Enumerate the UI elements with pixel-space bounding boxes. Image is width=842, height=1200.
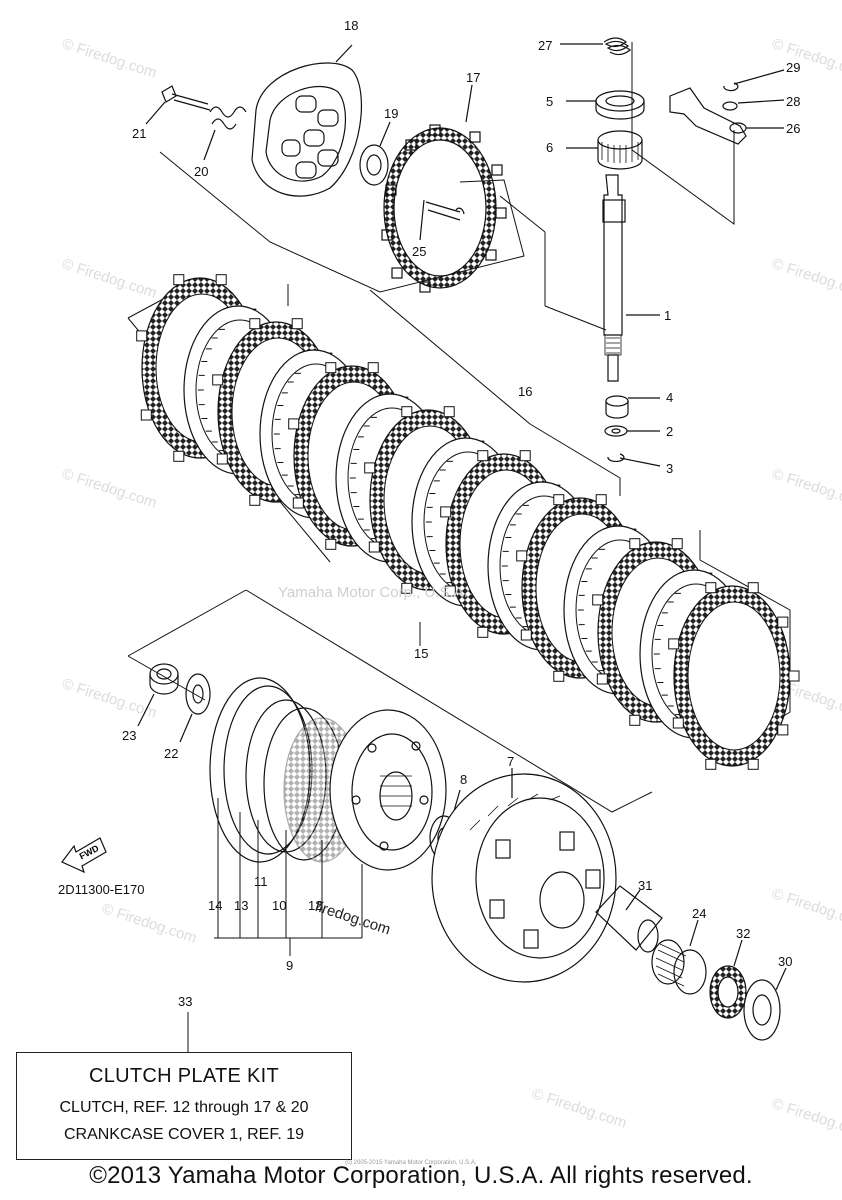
kit-line-crankcase: CRANKCASE COVER 1, REF. 19: [63, 1126, 305, 1143]
push-lever-part-26: [669, 87, 784, 145]
callout-28: 28: [786, 94, 800, 109]
callout-2: 2: [666, 424, 673, 439]
callout-5: 5: [546, 94, 553, 109]
callout-22: 22: [164, 746, 178, 761]
kit-line-clutch: CLUTCH, REF. 12 through 17 & 20: [59, 1099, 309, 1116]
copyright-footer: ©2013 Yamaha Motor Corporation, U.S.A. A…: [89, 1162, 753, 1189]
watermark-yamaha: Yamaha Motor Corp., U.S.A.: [278, 584, 468, 601]
gear-part-32: [709, 939, 747, 1019]
lock-washer-part-22: [179, 673, 211, 743]
callout-8: 8: [460, 772, 467, 787]
push-lever-shaft-part-1: [602, 174, 660, 382]
clutch-housing-part-7: [431, 768, 617, 983]
diagram-id: 2D11300-E170: [58, 882, 145, 897]
bolt-part-21: [145, 85, 211, 125]
callout-10: 10: [272, 898, 286, 913]
callout-24: 24: [692, 906, 706, 921]
clutch-boss-part-10: [329, 709, 447, 871]
spacer-part-31: [595, 885, 663, 953]
callout-26: 26: [786, 121, 800, 136]
callout-4: 4: [666, 390, 673, 405]
washer-part-30: [743, 967, 787, 1041]
callout-15: 15: [414, 646, 428, 661]
spring-part-27: [560, 37, 631, 56]
washer-part-28: [722, 99, 785, 111]
source-line: (c) 2005-2015 Yamaha Motor Corporation, …: [345, 1160, 477, 1166]
needle-bearing-part-24: [651, 919, 707, 995]
callout-16: 16: [518, 384, 532, 399]
push-rod-part-25: [419, 199, 465, 241]
callout-30: 30: [778, 954, 792, 969]
callout-17: 17: [466, 70, 480, 85]
callout-27: 27: [538, 38, 552, 53]
circlip-part-3: [607, 453, 661, 467]
callout-32: 32: [736, 926, 750, 941]
callout-20: 20: [194, 164, 208, 179]
washer-part-2: [604, 425, 660, 437]
bearing-part-19: [359, 121, 391, 186]
lock-nut-part-23: [137, 663, 179, 727]
friction-plate-part-17: [381, 84, 507, 293]
callout-7: 7: [507, 754, 514, 769]
callout-25: 25: [412, 244, 426, 259]
clutch-plate-kit-box: CLUTCH PLATE KIT CLUTCH, REF. 12 through…: [16, 1052, 352, 1160]
oil-seal-part-5: [566, 90, 645, 120]
callout-18: 18: [344, 18, 358, 33]
callout-12: 12: [308, 898, 322, 913]
callout-9: 9: [286, 958, 293, 973]
callout-21: 21: [132, 126, 146, 141]
callout-29: 29: [786, 60, 800, 75]
callout-1: 1: [664, 308, 671, 323]
kit-title: CLUTCH PLATE KIT: [88, 1065, 279, 1087]
fwd-arrow-icon: FWD: [61, 837, 107, 874]
clutch-spring-part-20: [203, 106, 247, 161]
callout-6: 6: [546, 140, 553, 155]
bearing-part-6: [566, 130, 643, 170]
circlip-part-29: [723, 69, 785, 92]
callout-23: 23: [122, 728, 136, 743]
callout-14: 14: [208, 898, 222, 913]
callout-11: 11: [254, 874, 268, 889]
callout-31: 31: [638, 878, 652, 893]
friction-plate: [668, 582, 800, 770]
callout-33: 33: [178, 994, 192, 1009]
collar-part-4: [605, 395, 660, 419]
callout-13: 13: [234, 898, 248, 913]
callout-19: 19: [384, 106, 398, 121]
pressure-plate-part-18: [251, 44, 363, 197]
callout-3: 3: [666, 461, 673, 476]
